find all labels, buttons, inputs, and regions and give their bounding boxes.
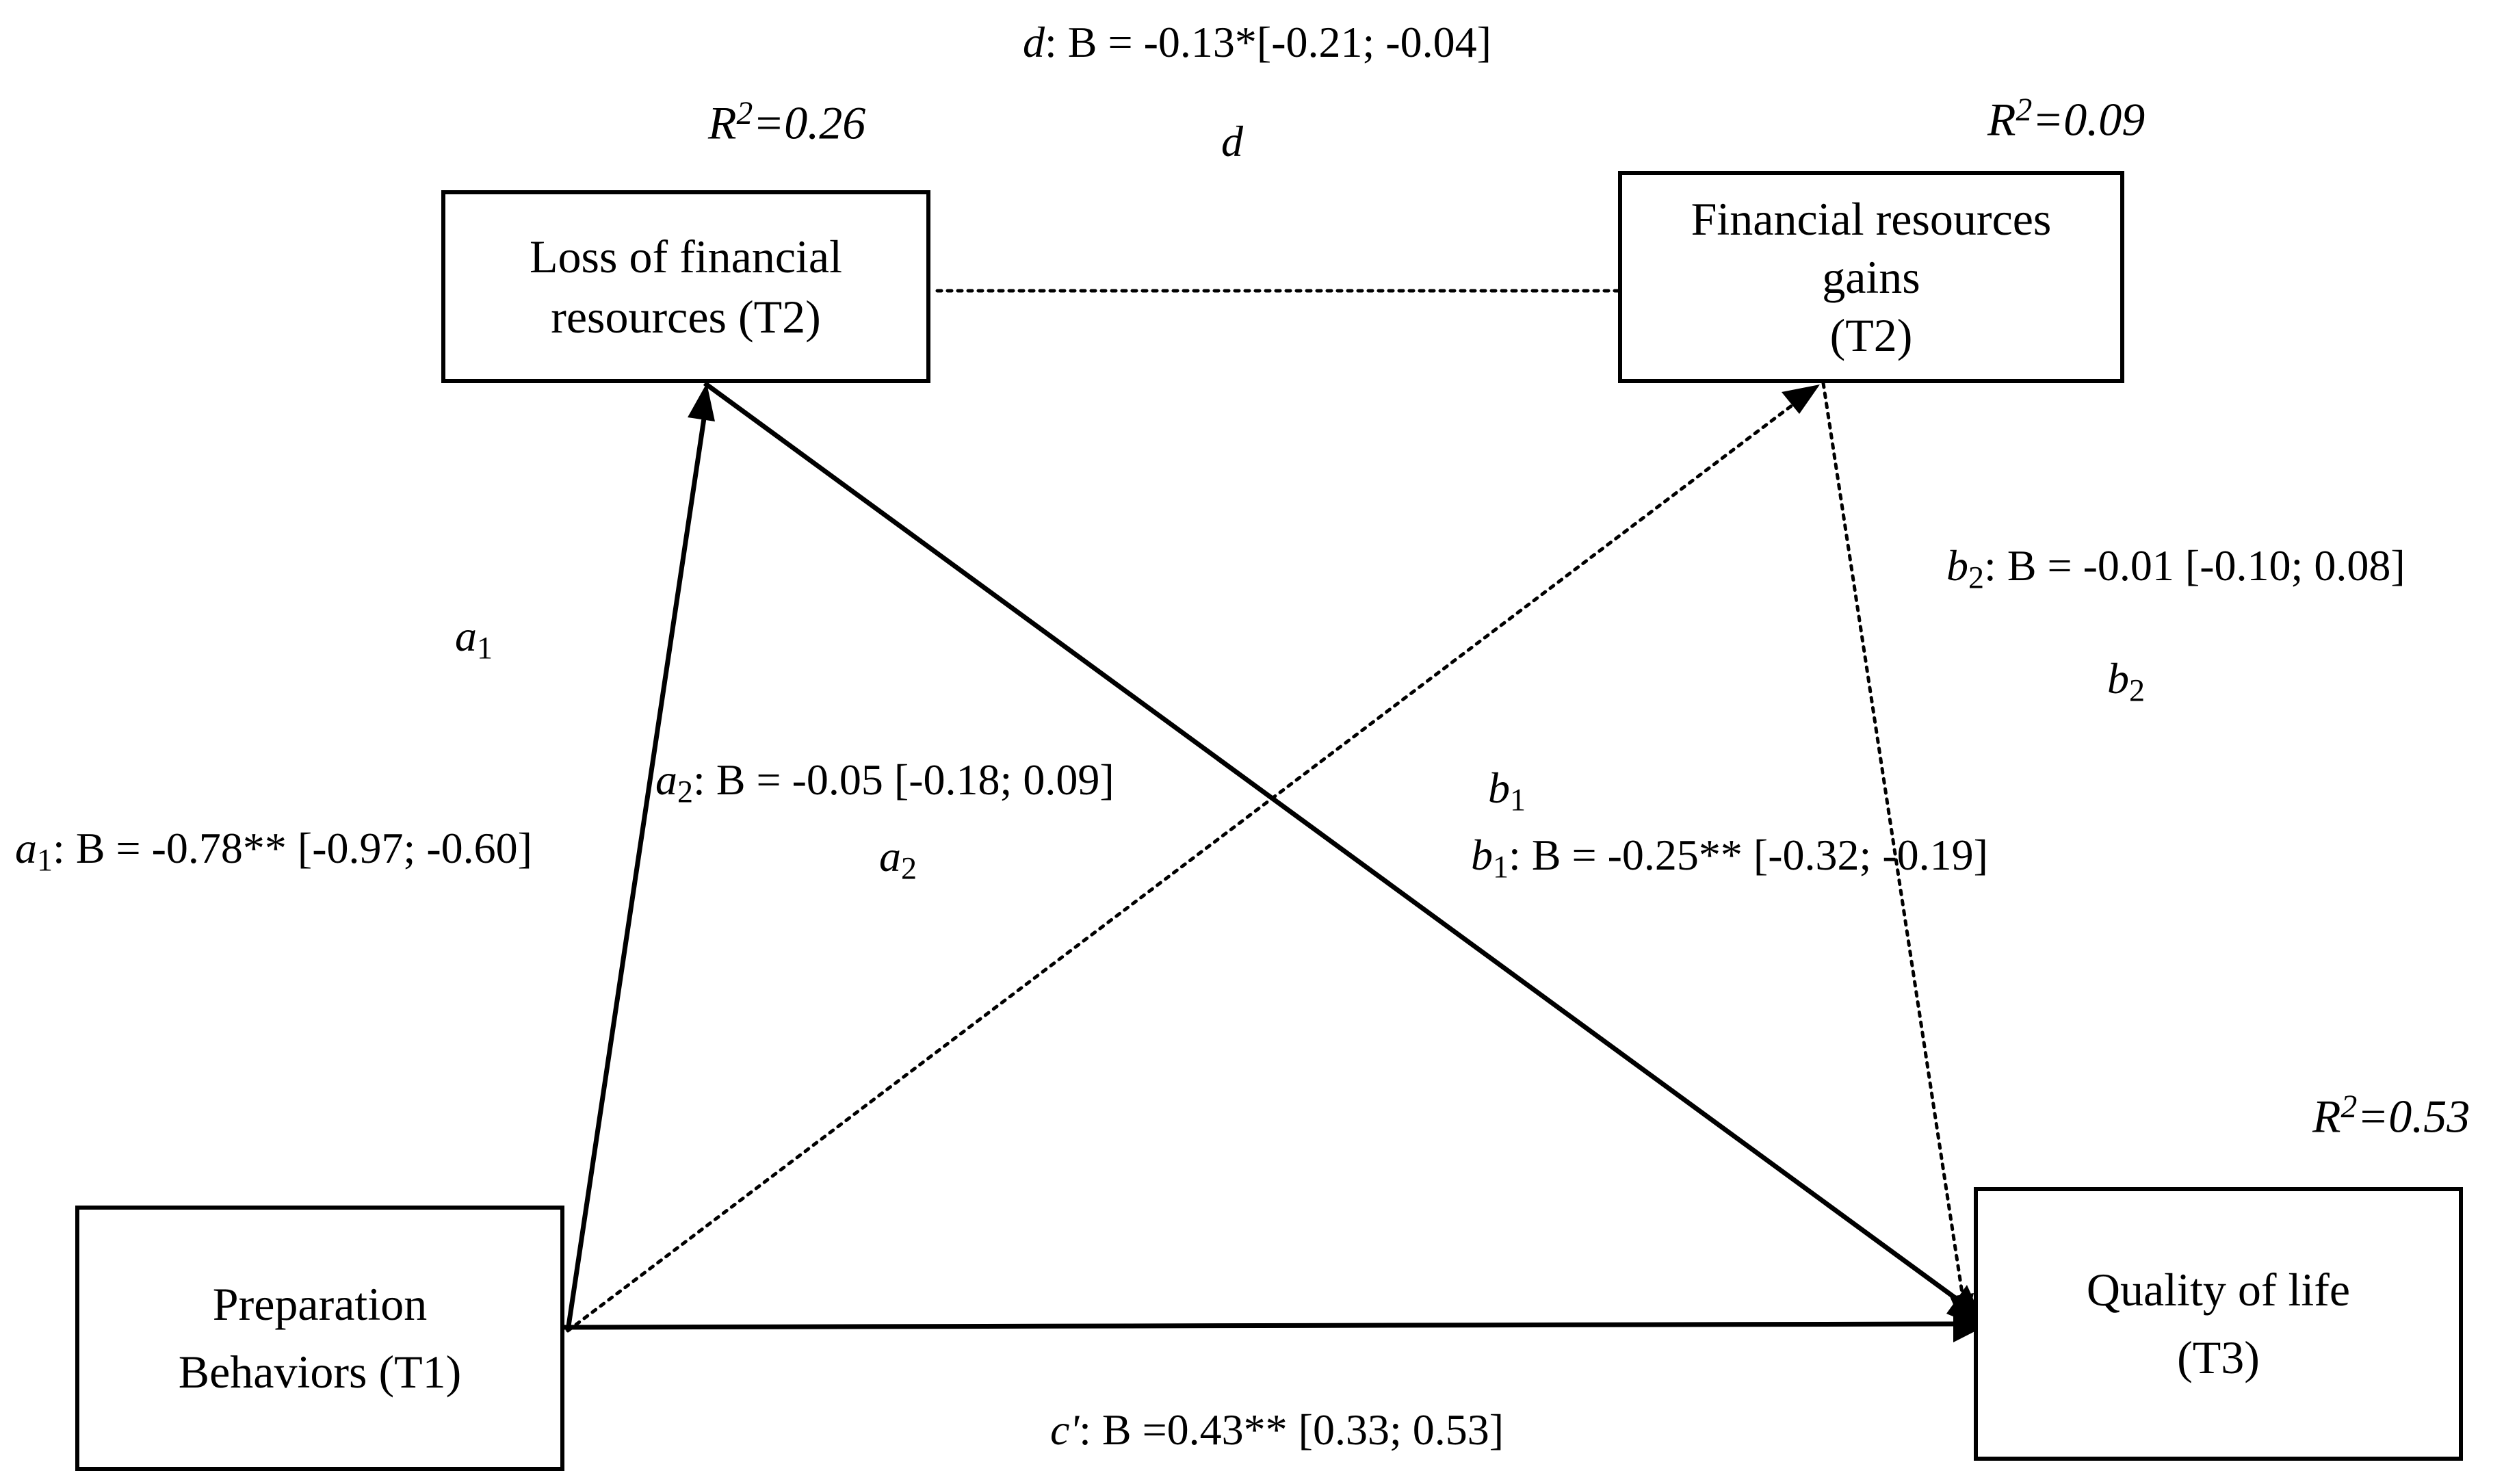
edge-a2 bbox=[566, 403, 1795, 1333]
node-loss-line-2: resources (T2) bbox=[551, 291, 821, 343]
edge-b2 bbox=[1821, 381, 1964, 1295]
node-qol-line-2: (T3) bbox=[2177, 1331, 2260, 1383]
path-letter-b1: b1 bbox=[1488, 764, 1526, 818]
edge-a1 bbox=[565, 413, 707, 1331]
node-loss-line-1: Loss of financial bbox=[530, 230, 842, 283]
r2-loss: R2=0.26 bbox=[708, 96, 866, 149]
path-label-a2: a2: B = -0.05 [-0.18; 0.09] bbox=[655, 755, 1114, 809]
path-label-b2: b2: B = -0.01 [-0.10; 0.08] bbox=[1946, 541, 2405, 595]
edge-a1-arrowhead bbox=[688, 383, 715, 421]
node-gains-line-1: Financial resources bbox=[1691, 192, 2052, 245]
node-quality-of-life: Quality of life (T3) bbox=[1974, 1187, 2463, 1461]
node-prep-line-1: Preparation bbox=[212, 1278, 428, 1331]
node-financial-resources-gains: Financial resources gains (T2) bbox=[1618, 171, 2124, 383]
path-letter-b2: b2 bbox=[2107, 654, 2146, 708]
node-preparation-behaviors: Preparation Behaviors (T1) bbox=[75, 1206, 564, 1471]
node-qol-line-1: Quality of life bbox=[2086, 1264, 2351, 1316]
node-gains-line-2: gains bbox=[1822, 250, 1920, 303]
path-label-b1: b1: B = -0.25** [-0.32; -0.19] bbox=[1471, 831, 1988, 885]
path-label-d: d: B = -0.13*[-0.21; -0.04] bbox=[1023, 18, 1491, 66]
node-gains-line-3: (T2) bbox=[1829, 309, 1913, 361]
path-letter-d: d bbox=[1221, 117, 1243, 166]
path-label-a1: a1: B = -0.78** [-0.97; -0.60] bbox=[15, 824, 532, 878]
edge-a2-arrowhead bbox=[1782, 385, 1820, 414]
r2-gains: R2=0.09 bbox=[1987, 92, 2146, 146]
edge-c bbox=[564, 1321, 1957, 1330]
edge-b1 bbox=[703, 381, 1960, 1302]
path-letter-a1: a1 bbox=[455, 612, 493, 666]
node-loss-financial-resources: Loss of financial resources (T2) bbox=[441, 190, 930, 383]
r2-quality-of-life: R2=0.53 bbox=[2312, 1089, 2470, 1143]
edge-c-arrowhead bbox=[1953, 1307, 1990, 1342]
node-prep-line-2: Behaviors (T1) bbox=[178, 1346, 462, 1398]
path-label-c: c': B =0.43** [0.33; 0.53] bbox=[1050, 1405, 1504, 1454]
path-letter-a2: a2 bbox=[879, 832, 917, 886]
